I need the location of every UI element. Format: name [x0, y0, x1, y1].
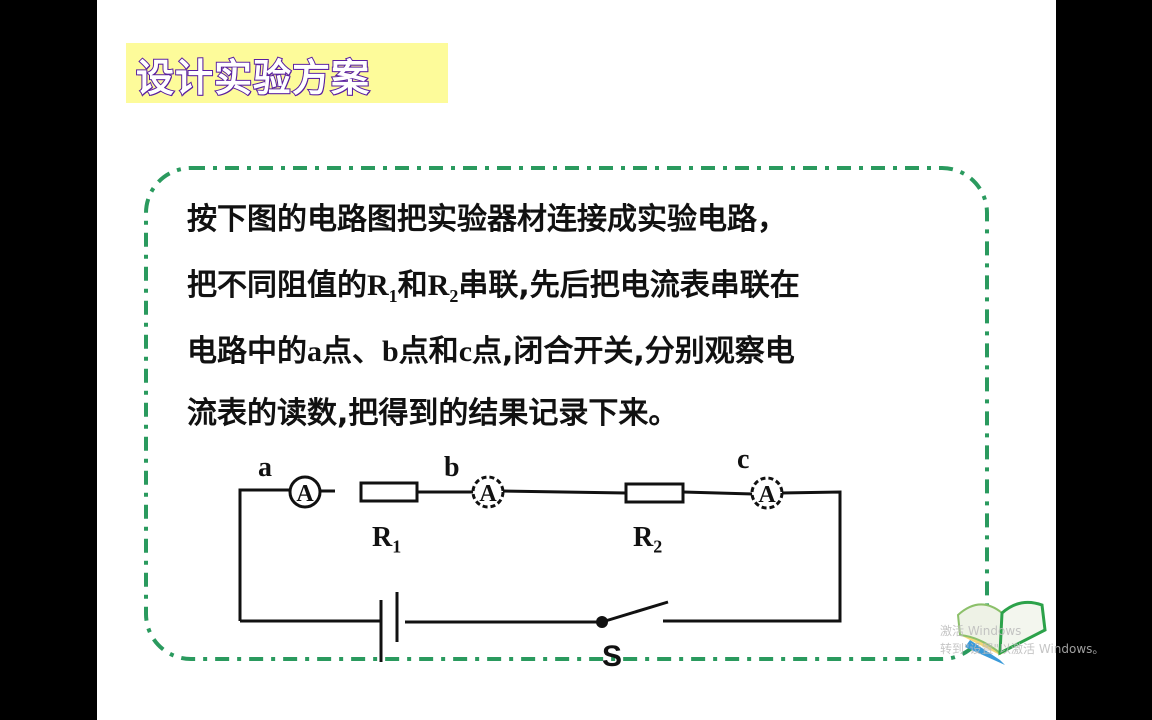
switch-lever — [601, 600, 669, 624]
slide — [97, 0, 1056, 720]
ammeter-a — [288, 475, 322, 509]
paragraph-line-4: 流表的读数,把得到的结果记录下来。 — [187, 396, 679, 431]
point-label-c: c — [737, 444, 750, 475]
point-label-b: b — [444, 452, 460, 483]
wire-b-r2 — [501, 489, 627, 495]
paragraph-line-1: 按下图的电路图把实验器材连接成实验电路， — [187, 202, 787, 237]
resistor-r2 — [624, 482, 685, 504]
ammeter-c-symbol: A — [758, 482, 776, 508]
dash-dot-frame — [144, 166, 989, 661]
activation-watermark-line2: 转到"设置"以激活 Windows。 — [940, 642, 1105, 656]
activation-watermark-line1: 激活 Windows — [940, 624, 1022, 638]
resistor-label-r1: R1 — [372, 522, 402, 557]
ammeter-b — [471, 475, 505, 509]
resistor-r1 — [359, 481, 419, 503]
resistor-label-r2: R2 — [633, 522, 663, 557]
paragraph-line-2: 把不同阻值的R1和R2串联,先后把电流表串联在 — [187, 268, 800, 306]
ammeter-a-symbol: A — [296, 481, 314, 507]
wire-r2-c — [682, 490, 754, 496]
point-label-a: a — [258, 452, 272, 483]
paragraph-line-3: 电路中的a点、b点和c点,闭合开关,分别观察电 — [187, 334, 795, 369]
wire-left — [238, 488, 291, 621]
open-book-icon — [956, 600, 1047, 665]
switch-label: S — [602, 640, 623, 673]
slide-title: 设计实验方案 — [135, 55, 371, 101]
switch-pivot — [596, 616, 608, 628]
ammeter-b-symbol: A — [479, 481, 497, 507]
wire-right — [663, 490, 842, 623]
ammeter-c — [750, 476, 784, 510]
title-banner — [126, 43, 448, 103]
